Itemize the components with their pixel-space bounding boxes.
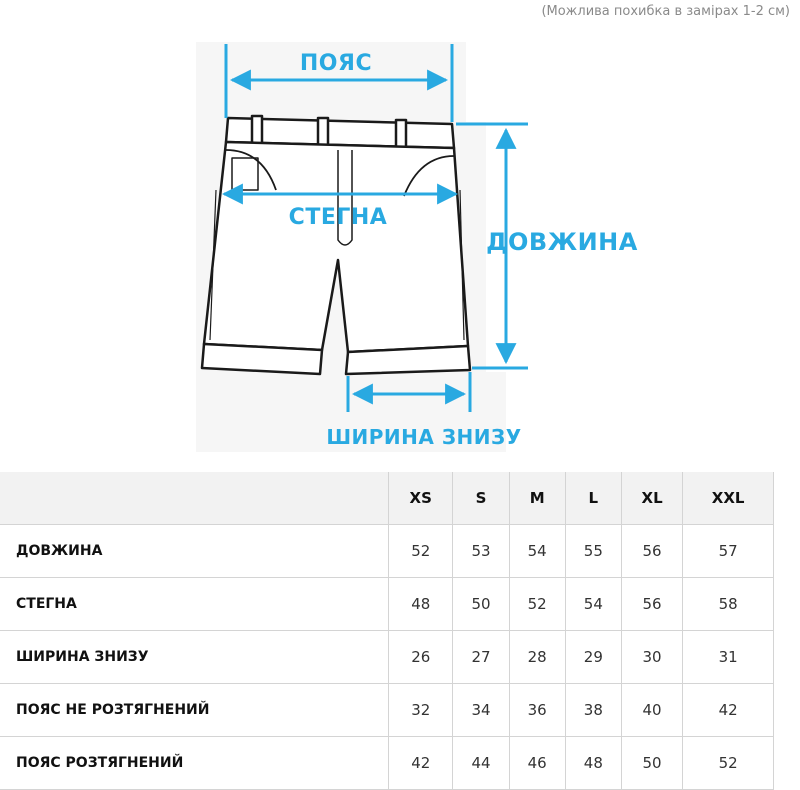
hem-label: ШИРИНА ЗНИЗУ — [326, 425, 521, 449]
header-empty-cell — [0, 472, 389, 525]
size-header: XL — [620, 472, 683, 525]
table-cell: 56 — [620, 577, 683, 631]
table-cell: 42 — [682, 683, 774, 737]
row-label: ШИРИНА ЗНИЗУ — [0, 630, 389, 684]
size-header-row: XS S M L XL XXL — [0, 472, 774, 525]
row-label: ДОВЖИНА — [0, 524, 389, 578]
table-row: ШИРИНА ЗНИЗУ 26 27 28 29 30 31 — [0, 630, 774, 684]
size-header: M — [508, 472, 566, 525]
waist-measure — [224, 44, 454, 122]
hips-label: СТЕГНА — [289, 205, 388, 230]
waist-label: ПОЯС — [300, 51, 372, 76]
row-label: СТЕГНА — [0, 577, 389, 631]
row-label: ПОЯС НЕ РОЗТЯГНЕНИЙ — [0, 683, 389, 737]
size-header: XS — [387, 472, 453, 525]
table-cell: 58 — [682, 577, 774, 631]
table-cell: 34 — [452, 683, 510, 737]
table-row: ДОВЖИНА 52 53 54 55 56 57 — [0, 524, 774, 578]
size-header: XXL — [682, 472, 774, 525]
table-cell: 30 — [620, 630, 683, 684]
table-cell: 32 — [387, 683, 453, 737]
table-cell: 28 — [508, 630, 566, 684]
table-cell: 27 — [452, 630, 510, 684]
table-cell: 42 — [387, 736, 453, 790]
length-measure — [456, 122, 528, 370]
table-cell: 54 — [564, 577, 622, 631]
table-cell: 26 — [387, 630, 453, 684]
table-cell: 38 — [564, 683, 622, 737]
table-cell: 54 — [508, 524, 566, 578]
table-cell: 52 — [387, 524, 453, 578]
size-header: L — [564, 472, 622, 525]
size-header: S — [452, 472, 510, 525]
table-cell: 36 — [508, 683, 566, 737]
table-cell: 57 — [682, 524, 774, 578]
table-cell: 48 — [564, 736, 622, 790]
shorts-diagram: ПОЯС СТЕГНА ДОВЖИНА ШИРИНА ЗНИЗУ — [200, 44, 638, 449]
row-label: ПОЯС РОЗТЯГНЕНИЙ — [0, 736, 389, 790]
table-cell: 40 — [620, 683, 683, 737]
table-cell: 50 — [452, 577, 510, 631]
hem-measure — [346, 372, 472, 412]
table-cell: 55 — [564, 524, 622, 578]
table-cell: 56 — [620, 524, 683, 578]
table-cell: 29 — [564, 630, 622, 684]
measurement-note: (Можлива похибка в замірах 1-2 см) — [541, 4, 790, 19]
table-cell: 48 — [387, 577, 453, 631]
table-row: ПОЯС НЕ РОЗТЯГНЕНИЙ 32 34 36 38 40 42 — [0, 683, 774, 737]
table-cell: 53 — [452, 524, 510, 578]
table-cell: 46 — [508, 736, 566, 790]
table-cell: 31 — [682, 630, 774, 684]
table-cell: 52 — [682, 736, 774, 790]
table-cell: 50 — [620, 736, 683, 790]
table-cell: 52 — [508, 577, 566, 631]
table-row: СТЕГНА 48 50 52 54 56 58 — [0, 577, 774, 631]
length-label: ДОВЖИНА — [486, 228, 638, 256]
size-table: XS S M L XL XXL ДОВЖИНА 52 53 54 55 56 5… — [0, 472, 774, 790]
table-row: ПОЯС РОЗТЯГНЕНИЙ 42 44 46 48 50 52 — [0, 736, 774, 790]
